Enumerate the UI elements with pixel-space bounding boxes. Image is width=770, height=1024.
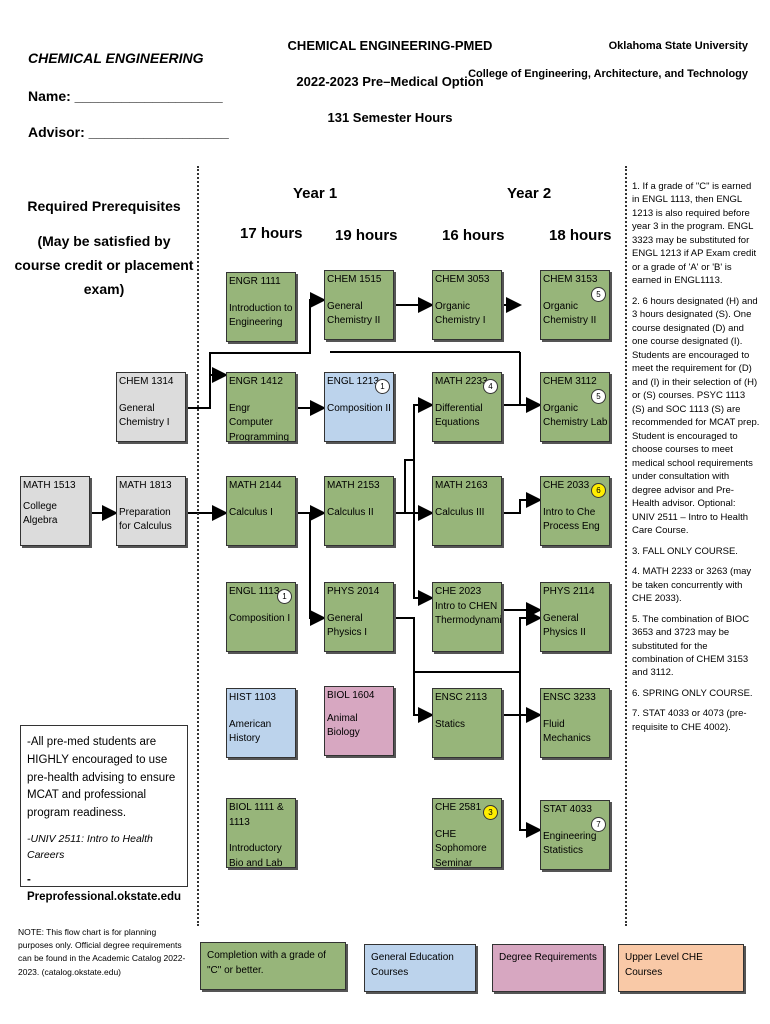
divider-left bbox=[197, 166, 199, 926]
course-math1513[interactable]: MATH 1513 College Algebra bbox=[20, 476, 90, 546]
note-badge: 1 bbox=[375, 379, 390, 394]
course-che2023[interactable]: CHE 2023 Intro to CHEN Thermodynamics bbox=[432, 582, 502, 652]
legend-orange: Upper Level CHE Courses bbox=[618, 944, 744, 992]
note-5: 5. The combination of BIOC 3653 and 3723… bbox=[632, 613, 750, 679]
legend-blue: General Education Courses bbox=[364, 944, 476, 992]
college-name: College of Engineering, Architecture, an… bbox=[468, 68, 748, 80]
year2-label: Year 2 bbox=[507, 185, 552, 202]
arrow-math2153-che2023 bbox=[413, 460, 434, 606]
course-chem3053[interactable]: CHEM 3053 Organic Chemistry I bbox=[432, 270, 502, 340]
course-engr1111[interactable]: ENGR 1111 Introduction to Engineering bbox=[226, 272, 296, 342]
course-phys2114[interactable]: PHYS 2114 General Physics II bbox=[540, 582, 610, 652]
legend-pink: Degree Requirements bbox=[492, 944, 604, 992]
program-title: CHEMICAL ENGINEERING-PMED bbox=[287, 38, 493, 53]
premed-link[interactable]: -Preprofessional.okstate.edu bbox=[27, 873, 182, 904]
note-badge: 1 bbox=[277, 589, 292, 604]
y1s1-hours: 17 hours bbox=[240, 225, 303, 242]
dept-title: CHEMICAL ENGINEERING bbox=[28, 50, 204, 66]
note-6: 6. SPRING ONLY COURSE. bbox=[632, 687, 753, 699]
prereq-title: Required Prerequisites bbox=[27, 198, 181, 214]
course-engl1113[interactable]: ENGL 1113 1 Composition I bbox=[226, 582, 296, 652]
course-math2233[interactable]: MATH 2233 4 Differential Equations bbox=[432, 372, 502, 442]
option-title: 2022-2023 Pre–Medical Option bbox=[296, 74, 484, 89]
advisor-field[interactable]: Advisor: __________________ bbox=[28, 124, 229, 140]
year1-label: Year 1 bbox=[293, 185, 338, 202]
course-chem3153[interactable]: CHEM 3153 5 Organic Chemistry II bbox=[540, 270, 610, 340]
note-badge: 5 bbox=[591, 287, 606, 302]
note-badge: 4 bbox=[483, 379, 498, 394]
course-che2581[interactable]: CHE 2581 3 CHE Sophomore Seminar bbox=[432, 798, 502, 868]
course-math2163[interactable]: MATH 2163 Calculus III bbox=[432, 476, 502, 546]
footnotes: 1. If a grade of "C" is earned in ENGL 1… bbox=[632, 180, 760, 741]
arrow-stat4033 bbox=[519, 618, 542, 838]
course-ensc3233[interactable]: ENSC 3233 Fluid Mechanics bbox=[540, 688, 610, 758]
course-math2144[interactable]: MATH 2144 Calculus I bbox=[226, 476, 296, 546]
note-7: 7. STAT 4033 or 4073 (pre-requisite to C… bbox=[632, 708, 747, 733]
course-math2153[interactable]: MATH 2153 Calculus II bbox=[324, 476, 394, 546]
premed-para2: -UNIV 2511: Intro to Health Careers bbox=[27, 833, 153, 862]
premed-para1: -All pre-med students are HIGHLY encoura… bbox=[27, 736, 176, 820]
y2s2-hours: 18 hours bbox=[549, 227, 612, 244]
course-engr1412[interactable]: ENGR 1412 Engr Computer Programming bbox=[226, 372, 296, 442]
course-ensc2113[interactable]: ENSC 2113 Statics bbox=[432, 688, 502, 758]
course-biol1111[interactable]: BIOL 1111 & 1113 Introductory Bio and La… bbox=[226, 798, 296, 868]
note-4: 4. MATH 2233 or 3263 (may be taken concu… bbox=[632, 566, 752, 605]
arrow-phys2014-ensc2113 bbox=[396, 617, 434, 723]
note-badge: 7 bbox=[591, 817, 606, 832]
premed-advice-box: -All pre-med students are HIGHLY encoura… bbox=[20, 725, 188, 903]
arrow-chem-chem3112 bbox=[519, 352, 542, 413]
note-1: 1. If a grade of "C" is earned in ENGL 1… bbox=[632, 181, 757, 287]
course-chem3112[interactable]: CHEM 3112 5 Organic Chemistry Lab bbox=[540, 372, 610, 442]
course-biol1604[interactable]: BIOL 1604 Animal Biology bbox=[324, 686, 394, 756]
arrow-math2163-che2033 bbox=[503, 492, 542, 514]
course-phys2014[interactable]: PHYS 2014 General Physics I bbox=[324, 582, 394, 652]
divider-right bbox=[625, 166, 627, 926]
y1s2-hours: 19 hours bbox=[335, 227, 398, 244]
arrow-math2144-phys2014 bbox=[309, 513, 326, 626]
course-chem1314[interactable]: CHEM 1314 General Chemistry I bbox=[116, 372, 186, 442]
course-hist1103[interactable]: HIST 1103 American History bbox=[226, 688, 296, 758]
arrow-chem1314-engr1412 bbox=[187, 367, 228, 409]
name-field[interactable]: Name: ___________________ bbox=[28, 88, 223, 104]
arrow-chem1314-chem1515 bbox=[209, 292, 326, 375]
note-3: 3. FALL ONLY COURSE. bbox=[632, 545, 738, 557]
legend-green: Completion with a grade of "C" or better… bbox=[200, 942, 346, 990]
course-stat4033[interactable]: STAT 4033 7 Engineering Statistics bbox=[540, 800, 610, 870]
course-math1813[interactable]: MATH 1813 Preparation for Calculus bbox=[116, 476, 186, 546]
y2s1-hours: 16 hours bbox=[442, 227, 505, 244]
note-badge: 3 bbox=[483, 805, 498, 820]
course-che2033[interactable]: CHE 2033 6 Intro to Che Process Eng bbox=[540, 476, 610, 546]
university-name: Oklahoma State University bbox=[608, 40, 748, 52]
note-badge: 6 bbox=[591, 483, 606, 498]
disclaimer-note: NOTE: This flow chart is for planning pu… bbox=[18, 927, 186, 977]
course-chem1515[interactable]: CHEM 1515 General Chemistry II bbox=[324, 270, 394, 340]
note-2: 2. 6 hours designated (H) and 3 hours de… bbox=[632, 295, 760, 537]
credit-hours: 131 Semester Hours bbox=[327, 110, 453, 125]
prereq-subtitle: (May be satisfied by course credit or pl… bbox=[14, 233, 194, 297]
note-badge: 5 bbox=[591, 389, 606, 404]
course-engl1213[interactable]: ENGL 1213 1 Composition II bbox=[324, 372, 394, 442]
